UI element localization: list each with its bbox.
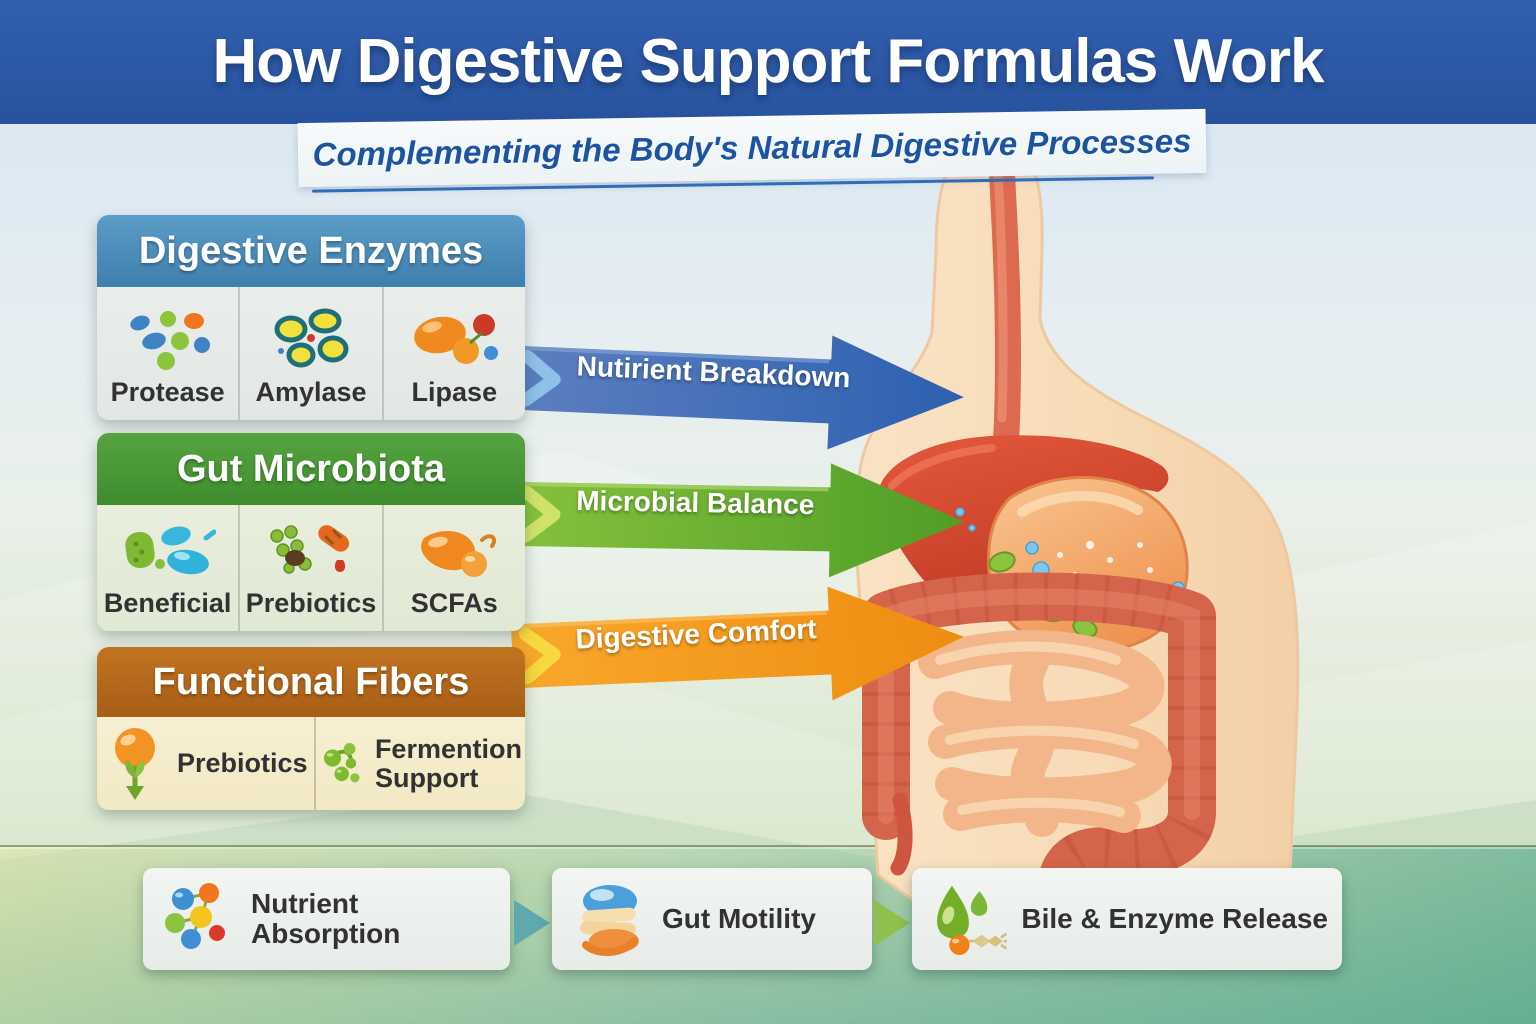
bile-enzyme-icon — [937, 885, 1008, 956]
card-gut-microbiota: Gut Microbiota Beneficial — [97, 433, 525, 631]
item-label: Prebiotics — [245, 588, 377, 618]
item-fiber-prebiotics: Prebiotics — [97, 717, 314, 810]
section-divider — [0, 845, 1536, 847]
card-title: Gut Microbiota — [176, 447, 446, 490]
bottom-card-bile-enzyme-release: Bile & Enzyme Release — [912, 868, 1342, 970]
page-title: How Digestive Support Formulas Work — [212, 27, 1324, 96]
item-beneficial: Beneficial — [97, 505, 238, 631]
item-fermentation-support: Fermention Support — [313, 717, 525, 810]
card-functional-fibers: Functional Fibers Prebiotics — [97, 647, 525, 810]
beneficial-bacteria-icon — [124, 526, 216, 575]
item-label: Amylase — [255, 377, 367, 407]
arrow-nutrient-breakdown: Nutirient Breakdown — [509, 312, 992, 465]
bottom-card-label: Nutrient Absorption — [251, 887, 401, 949]
item-label: Lipase — [411, 377, 498, 407]
item-label: Beneficial — [103, 588, 232, 618]
chevron-right-icon — [518, 349, 561, 407]
gut-motility-icon — [579, 885, 639, 956]
flow-connector-icon — [514, 900, 550, 946]
scfas-icon — [421, 531, 497, 577]
chevron-right-icon — [519, 485, 561, 543]
title-banner — [0, 0, 1536, 124]
item-prebiotics: Prebiotics — [238, 505, 381, 631]
card-title: Functional Fibers — [152, 660, 470, 703]
arrow-microbial-balance: Microbial Balance — [511, 448, 991, 588]
bottom-card-nutrient-absorption: Nutrient Absorption — [143, 868, 510, 970]
item-label: Prebiotics — [177, 748, 308, 779]
bottom-card-label: Bile & Enzyme Release — [1021, 902, 1328, 934]
amylase-icon — [274, 308, 349, 368]
item-scfas: SCFAs — [381, 505, 525, 631]
chevron-right-icon — [518, 627, 561, 685]
item-amylase: Amylase — [238, 287, 381, 420]
item-protease: Protease — [97, 287, 238, 420]
protease-icon — [129, 311, 210, 370]
fermentation-support-icon — [323, 742, 360, 782]
fiber-prebiotics-icon — [115, 727, 155, 800]
item-label: Protease — [110, 377, 225, 407]
page-subtitle: Complementing the Body's Natural Digesti… — [312, 122, 1192, 173]
flow-connector-icon — [874, 900, 910, 946]
arrow-label: Microbial Balance — [576, 484, 815, 521]
nutrient-absorption-icon — [165, 883, 225, 949]
item-label: SCFAs — [410, 588, 498, 618]
card-digestive-enzymes: Digestive Enzymes Protease — [97, 215, 525, 420]
item-label: Fermention Support — [374, 734, 522, 793]
item-lipase: Lipase — [381, 287, 525, 420]
lipase-icon — [414, 314, 499, 364]
arrow-digestive-comfort: Digestive Comfort — [509, 570, 992, 723]
bottom-card-gut-motility: Gut Motility — [552, 868, 872, 970]
bottom-card-label: Gut Motility — [662, 902, 816, 934]
card-title: Digestive Enzymes — [138, 229, 484, 272]
prebiotics-icon — [270, 525, 350, 574]
